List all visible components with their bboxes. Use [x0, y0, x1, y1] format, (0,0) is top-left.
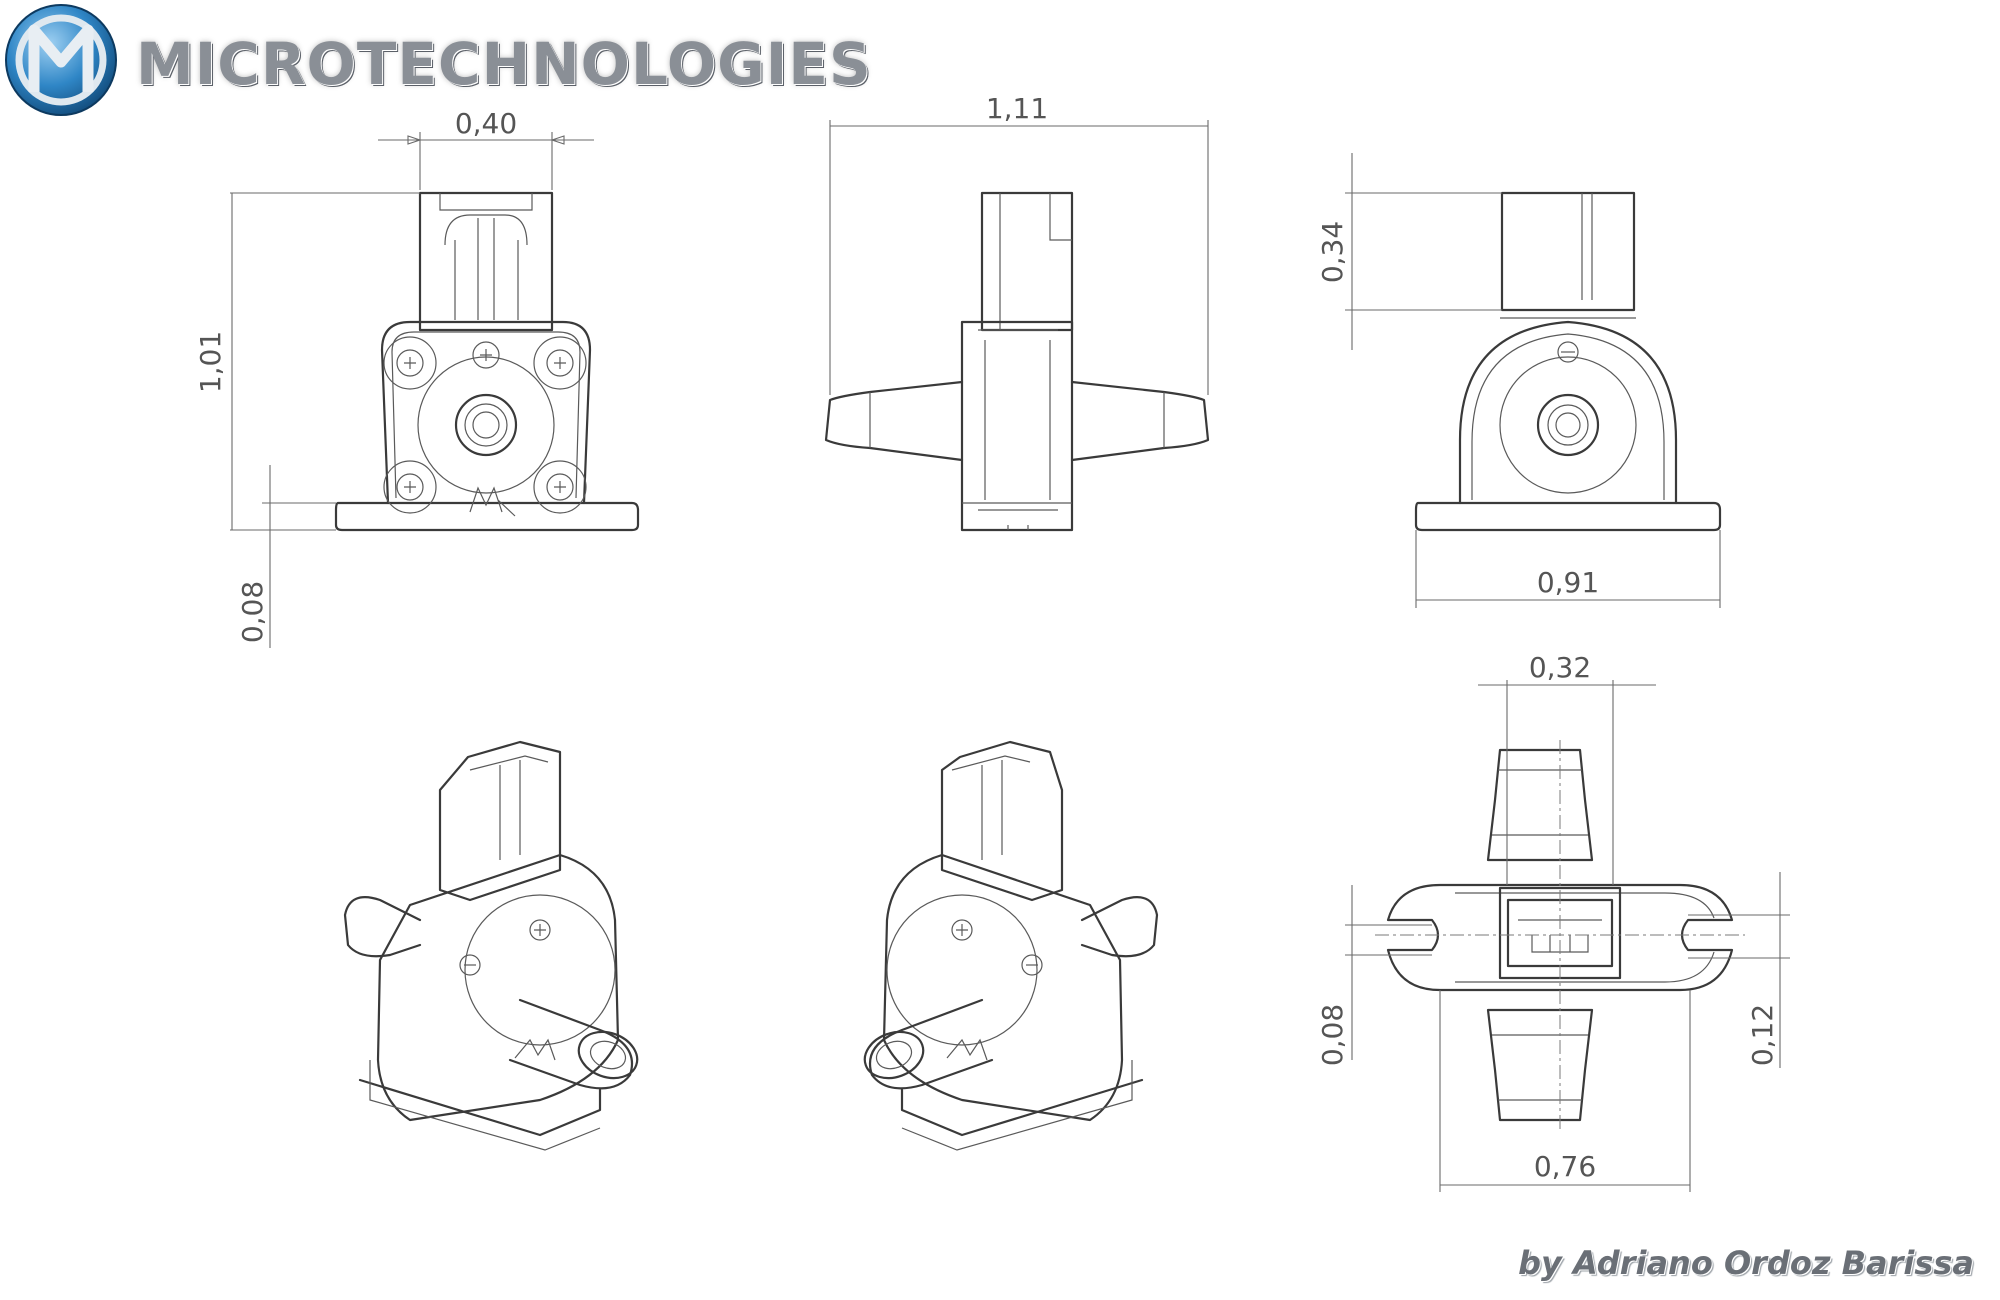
bottom-view: 0,32 0,08 0,12 0,76 — [1316, 651, 1790, 1192]
dim-rear-width: 0,91 — [1537, 566, 1599, 599]
dim-rear-connector: 0,34 — [1316, 221, 1349, 283]
iso-view-right — [863, 740, 1159, 1151]
dim-front-height: 1,01 — [194, 331, 227, 393]
dim-front-base: 0,08 — [236, 581, 269, 643]
rear-view: 0,34 0,91 — [1316, 153, 1722, 608]
front-view: 0,40 1,01 0,08 — [194, 107, 640, 648]
dim-bottom-width: 0,76 — [1534, 1150, 1596, 1183]
iso-view-left — [343, 740, 639, 1151]
author-credit: by Adriano Ordoz Barissa — [1518, 1244, 1974, 1282]
dim-front-width: 0,40 — [455, 107, 517, 140]
dim-bottom-connector: 0,32 — [1529, 651, 1591, 684]
brand-logo-icon — [5, 4, 117, 116]
dim-side-width: 1,11 — [986, 92, 1048, 125]
dim-bottom-left: 0,08 — [1316, 1004, 1349, 1066]
brand-name: MICROTECHNOLOGIES — [136, 30, 872, 98]
side-view: 1,11 — [824, 92, 1210, 532]
dim-bottom-right: 0,12 — [1746, 1004, 1779, 1066]
